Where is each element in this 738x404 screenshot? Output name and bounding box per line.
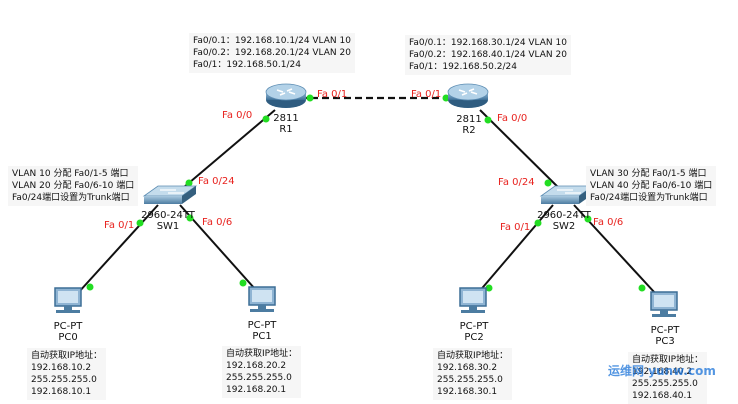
router-r2-icon[interactable]: [447, 83, 489, 108]
r1-config-line: Fa0/1：192.168.50.1/24: [193, 60, 301, 70]
pc3-icon[interactable]: [650, 291, 678, 317]
r2-config-line: Fa0/1：192.168.50.2/24: [409, 62, 517, 72]
sw1-name-label: SW1: [156, 221, 180, 232]
r2-port-fa0-0-label: Fa 0/0: [497, 113, 528, 124]
pc1-info-line: 255.255.255.0: [226, 373, 292, 383]
sw1-port-fa0-6-label: Fa 0/6: [202, 217, 233, 228]
pc2-info-line: 255.255.255.0: [437, 375, 503, 385]
sw2-model-label: 2960-24TT: [537, 210, 591, 221]
pc1-info-line: 自动获取IP地址：: [226, 349, 298, 359]
sw2-config-line: Fa0/24端口设置为Trunk端口: [590, 193, 708, 203]
sw1-config-line: Fa0/24端口设置为Trunk端口: [12, 193, 130, 203]
pc1-model-label: PC-PT: [247, 320, 277, 331]
pc2-name-label: PC2: [464, 332, 484, 343]
r2-config-note: Fa0/0.1：192.168.30.1/24 VLAN 10 Fa0/0.2：…: [405, 35, 571, 75]
pc0-name-label: PC0: [58, 332, 78, 343]
link-sw1-pc0[interactable]: [77, 204, 159, 294]
pc2-info-line: 自动获取IP地址：: [437, 351, 509, 361]
r2-name-label: R2: [462, 125, 476, 136]
watermark: 运维网 yunw.com: [608, 364, 716, 378]
pc3-info-line: 192.168.40.2: [632, 367, 693, 377]
pc1-info-line: 192.168.20.2: [226, 361, 287, 371]
r1-port-fa0-1-label: Fa 0/1: [317, 89, 348, 100]
r1-config-line: Fa0/0.2：192.168.20.1/24 VLAN 20: [193, 48, 351, 58]
pc0-model-label: PC-PT: [53, 321, 83, 332]
pc0-info-line: 192.168.10.2: [31, 363, 92, 373]
pc2-info-note: 自动获取IP地址： 192.168.30.2 255.255.255.0 192…: [433, 348, 513, 400]
pc0-info-line: 192.168.10.1: [31, 387, 92, 397]
r1-port-fa0-0-label: Fa 0/0: [222, 110, 253, 121]
sw2-config-line: VLAN 40 分配 Fa0/6-10 端口: [590, 181, 713, 191]
pc3-info-note: 自动获取IP地址： 192.168.40.2 255.255.255.0 192…: [628, 352, 708, 404]
pc2-icon[interactable]: [459, 287, 487, 313]
sw2-name-label: SW2: [552, 221, 576, 232]
sw2-port-fa0-1-label: Fa 0/1: [500, 222, 531, 233]
r2-port-fa0-1-label: Fa 0/1: [411, 89, 442, 100]
pc2-model-label: PC-PT: [459, 321, 489, 332]
link-r2-sw2[interactable]: [479, 109, 571, 200]
pc1-name-label: PC1: [252, 331, 272, 342]
router-r1-icon[interactable]: [265, 83, 307, 108]
r1-model-label: 2811: [273, 113, 299, 124]
pc1-icon[interactable]: [248, 286, 276, 312]
pc0-info-line: 255.255.255.0: [31, 375, 97, 385]
sw2-config-note: VLAN 30 分配 Fa0/1-5 端口 VLAN 40 分配 Fa0/6-1…: [586, 166, 717, 206]
r2-config-line: Fa0/0.1：192.168.30.1/24 VLAN 10: [409, 38, 567, 48]
sw2-config-line: VLAN 30 分配 Fa0/1-5 端口: [590, 169, 707, 179]
pc3-model-label: PC-PT: [650, 325, 680, 336]
pc0-info-line: 自动获取IP地址：: [31, 351, 103, 361]
link-endpoint-dots: [86, 94, 646, 292]
r2-model-label: 2811: [456, 114, 482, 125]
pc0-info-note: 自动获取IP地址： 192.168.10.2 255.255.255.0 192…: [27, 348, 107, 400]
pc1-info-note: 自动获取IP地址： 192.168.20.2 255.255.255.0 192…: [222, 346, 302, 398]
pc2-info-line: 192.168.30.2: [437, 363, 498, 373]
sw1-port-fa0-24-label: Fa 0/24: [198, 176, 235, 187]
r2-config-line: Fa0/0.2：192.168.40.1/24 VLAN 20: [409, 50, 567, 60]
r1-config-note: Fa0/0.1：192.168.10.1/24 VLAN 10 Fa0/0.2：…: [189, 33, 355, 73]
pc3-info-line: 192.168.40.1: [632, 391, 693, 401]
sw1-config-line: VLAN 20 分配 Fa0/6-10 端口: [12, 181, 135, 191]
sw1-port-fa0-1-label: Fa 0/1: [104, 220, 135, 231]
sw2-port-fa0-6-label: Fa 0/6: [593, 217, 624, 228]
link-sw2-pc2[interactable]: [477, 204, 554, 294]
pc2-info-line: 192.168.30.1: [437, 387, 498, 397]
pc3-info-line: 自动获取IP地址：: [632, 355, 704, 365]
pc1-info-line: 192.168.20.1: [226, 385, 287, 395]
pc3-name-label: PC3: [655, 336, 675, 347]
switch-sw1-icon[interactable]: [142, 185, 198, 204]
sw1-model-label: 2960-24TT: [141, 210, 195, 221]
sw1-config-line: VLAN 10 分配 Fa0/1-5 端口: [12, 169, 129, 179]
r1-name-label: R1: [279, 124, 293, 135]
pc0-icon[interactable]: [54, 287, 82, 313]
sw2-port-fa0-24-label: Fa 0/24: [498, 177, 535, 188]
r1-config-line: Fa0/0.1：192.168.10.1/24 VLAN 10: [193, 36, 351, 46]
pc3-info-line: 255.255.255.0: [632, 379, 698, 389]
sw1-config-note: VLAN 10 分配 Fa0/1-5 端口 VLAN 20 分配 Fa0/6-1…: [8, 166, 139, 206]
